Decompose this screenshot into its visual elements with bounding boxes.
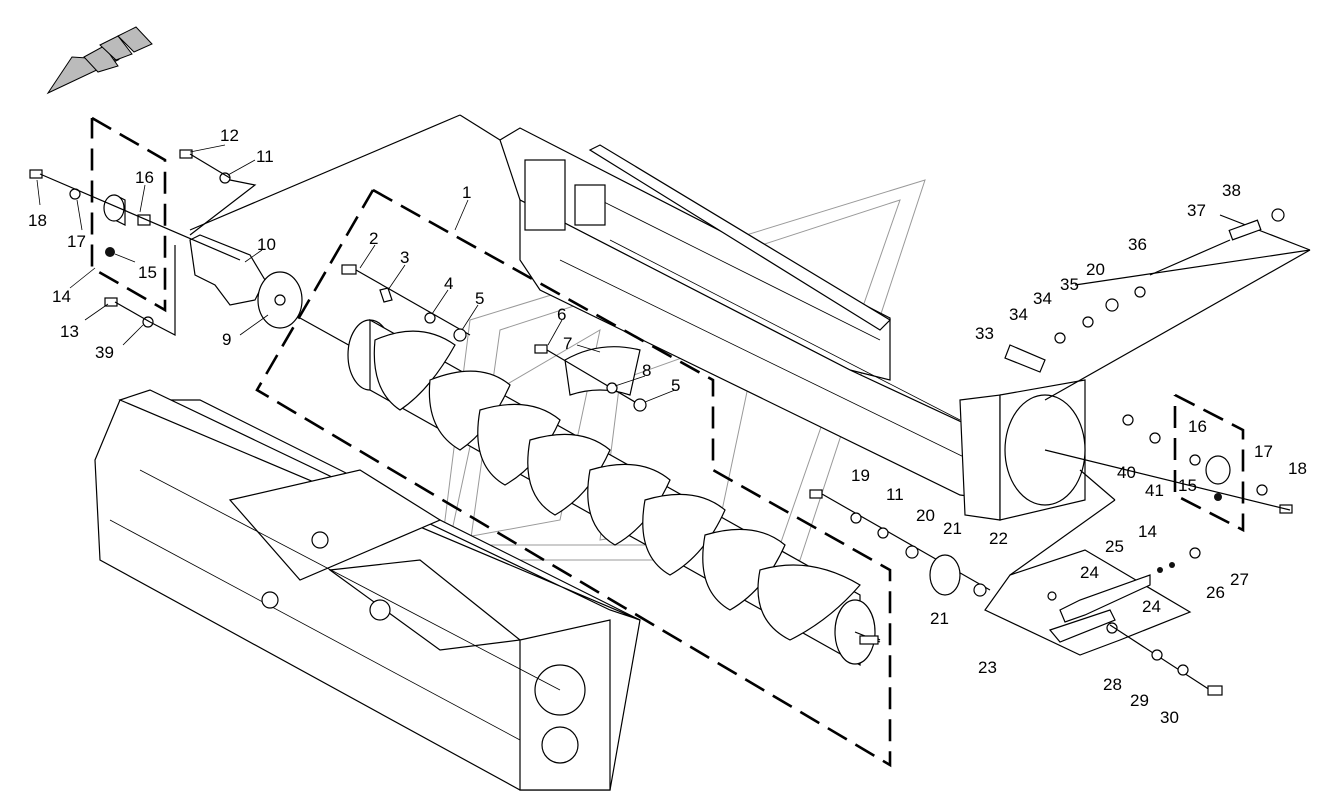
callout-36: 36 xyxy=(1128,235,1147,254)
leader-lines xyxy=(36,144,676,403)
callout-41: 41 xyxy=(1145,481,1164,500)
callout-18: 18 xyxy=(28,211,47,230)
callout-40: 40 xyxy=(1117,463,1136,482)
auger-hardware xyxy=(341,264,647,412)
callout-30: 30 xyxy=(1160,708,1179,727)
callout-3: 3 xyxy=(400,248,409,267)
callout-29: 29 xyxy=(1130,691,1149,710)
callout-4: 4 xyxy=(444,274,453,293)
callout-35: 35 xyxy=(1060,275,1079,294)
callout-20: 20 xyxy=(916,506,935,525)
callout-18b: 18 xyxy=(1288,459,1307,478)
callout-15b: 15 xyxy=(1178,476,1197,495)
callout-10: 10 xyxy=(257,235,276,254)
callout-9: 9 xyxy=(222,330,231,349)
callout-5: 5 xyxy=(475,289,484,308)
callout-37: 37 xyxy=(1187,201,1206,220)
callout-23: 23 xyxy=(978,658,997,677)
callout-17b: 17 xyxy=(1254,442,1273,461)
callout-6: 6 xyxy=(557,305,566,324)
callout-14b: 14 xyxy=(1138,522,1157,541)
callout-7: 7 xyxy=(563,334,572,353)
callout-39: 39 xyxy=(95,343,114,362)
auger-trough xyxy=(499,127,1086,521)
callout-27: 27 xyxy=(1230,570,1249,589)
left-bearing-parts xyxy=(29,114,501,336)
callout-16: 16 xyxy=(135,168,154,187)
callout-15: 15 xyxy=(138,263,157,282)
callout-25: 25 xyxy=(1105,537,1124,556)
assembly-group-14-right xyxy=(1173,393,1245,533)
callout-labels: 1 2 3 4 5 5 6 7 8 9 10 11 11 12 13 14 14… xyxy=(28,126,1307,727)
assembly-group-1 xyxy=(255,188,892,768)
callout-24b: 24 xyxy=(1142,597,1161,616)
callout-21b: 21 xyxy=(930,609,949,628)
callout-34: 34 xyxy=(1009,305,1028,324)
callout-24: 24 xyxy=(1080,563,1099,582)
callout-20b: 20 xyxy=(1086,260,1105,279)
callout-14: 14 xyxy=(52,287,71,306)
callout-1: 1 xyxy=(462,183,471,202)
callout-12: 12 xyxy=(220,126,239,145)
callout-17: 17 xyxy=(67,232,86,251)
assembly-group-23 xyxy=(984,549,1192,656)
callout-28: 28 xyxy=(1103,675,1122,694)
right-hardware xyxy=(809,208,1311,696)
callout-11b: 11 xyxy=(886,485,904,504)
assembly-group-14-left xyxy=(90,116,167,313)
callout-33: 33 xyxy=(975,324,994,343)
callout-34b: 34 xyxy=(1033,289,1052,308)
callout-26: 26 xyxy=(1206,583,1225,602)
callout-2: 2 xyxy=(369,229,378,248)
callout-16b: 16 xyxy=(1188,417,1207,436)
callout-21: 21 xyxy=(943,519,962,538)
callout-13: 13 xyxy=(60,322,79,341)
callout-22: 22 xyxy=(989,529,1008,548)
callout-11: 11 xyxy=(256,147,274,166)
direction-arrow-icon xyxy=(46,26,153,95)
callout-38: 38 xyxy=(1222,181,1241,200)
callout-5b: 5 xyxy=(671,376,680,395)
callout-19: 19 xyxy=(851,466,870,485)
auger-flights xyxy=(373,330,861,641)
callout-8: 8 xyxy=(642,361,651,380)
header-frame xyxy=(94,389,641,791)
